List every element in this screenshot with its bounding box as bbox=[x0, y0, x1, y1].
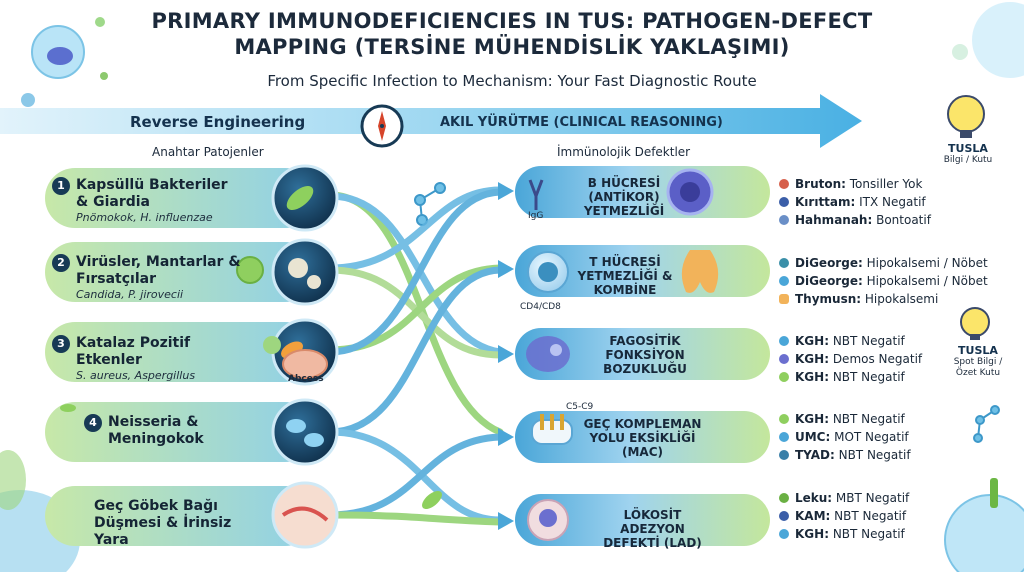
test-list-1: Bruton: Tonsiller Yok Kırıttam: ITX Nega… bbox=[795, 175, 931, 229]
test-item: Thymusn: Hipokalsemi bbox=[795, 292, 939, 306]
tusla-box-top: TUSLA Bilgi / Kutu bbox=[930, 142, 1006, 166]
tusla-box-mid: TUSLA Spot Bilgi / Özet Kutu bbox=[938, 344, 1018, 379]
pathogen-row-2: 2 Virüsler, Mantarlar & Fırsatçılar Cand… bbox=[52, 254, 282, 301]
test-item: Kırıttam: ITX Negatif bbox=[795, 195, 926, 209]
tusla-subtitle: Bilgi / Kutu bbox=[943, 155, 993, 165]
test-item: DiGeorge: Hipokalsemi / Nöbet bbox=[795, 256, 988, 270]
tusla-subtitle: Özet Kutu bbox=[955, 368, 1001, 378]
pathogen-row-1: 1 Kapsüllü Bakteriler & Giardia Pnömokok… bbox=[52, 177, 282, 224]
corner-cell-icon bbox=[21, 17, 108, 107]
tusla-title: TUSLA bbox=[958, 344, 998, 357]
molecule-icon-right bbox=[973, 405, 1000, 443]
tusla-title: TUSLA bbox=[948, 142, 988, 155]
test-list-2: DiGeorge: Hipokalsemi / Nöbet DiGeorge: … bbox=[795, 254, 988, 308]
test-item: Leku: MBT Negatif bbox=[795, 491, 910, 505]
test-item: TYAD: NBT Negatif bbox=[795, 448, 911, 462]
connector-arrowheads bbox=[498, 182, 514, 530]
title-line-2: MAPPING (TERSİNE MÜHENDİSLİK YAKLAŞIMI) bbox=[234, 35, 790, 59]
abscess-cell-icon bbox=[282, 349, 328, 379]
corner-blob-top-right bbox=[952, 2, 1024, 78]
test-list-5: Leku: MBT Negatif KAM: NBT Negatif KGH: … bbox=[795, 489, 909, 543]
pathogen-examples: S. aureus, Aspergillus bbox=[76, 369, 196, 382]
corner-cell-bottom-right bbox=[944, 478, 1024, 572]
test-item: DiGeorge: Hipokalsemi / Nöbet bbox=[795, 274, 988, 288]
tusla-subtitle: Spot Bilgi / bbox=[953, 357, 1003, 367]
pathogen-row-3: 3 Katalaz Pozitif Etkenler S. aureus, As… bbox=[52, 335, 282, 382]
abscess-label: Abcess bbox=[288, 374, 324, 384]
defect-name: T HÜCRESİ YETMEZLİĞİ & KOMBİNE bbox=[577, 255, 673, 297]
pathogen-name: Neisseria & Meningokok bbox=[108, 414, 204, 447]
test-item: UMC: MOT Negatif bbox=[795, 430, 909, 444]
test-item: Bruton: Tonsiller Yok bbox=[795, 177, 923, 191]
pathogen-name: Geç Göbek Bağı Düşmesi & İrinsiz Yara bbox=[94, 498, 232, 548]
defect-illustrations bbox=[526, 168, 719, 541]
pathogen-pills bbox=[45, 168, 315, 546]
page-subtitle: From Specific Infection to Mechanism: Yo… bbox=[267, 72, 757, 90]
title-line-1: PRIMARY IMMUNODEFICIENCIES IN TUS: PATHO… bbox=[151, 9, 873, 33]
arrow-right-label: AKIL YÜRÜTME (CLINICAL REASONING) bbox=[440, 115, 723, 130]
compass-icon bbox=[360, 104, 404, 148]
pathogen-examples: Pnömokok, H. influenzae bbox=[76, 211, 213, 224]
test-item: KAM: NBT Negatif bbox=[795, 509, 907, 523]
pathogen-name: Virüsler, Mantarlar & Fırsatçılar bbox=[76, 254, 241, 287]
pathogen-number: 3 bbox=[52, 335, 70, 353]
bacterium-icon bbox=[60, 404, 442, 509]
right-column-header: İmmünolojik Defektler bbox=[557, 145, 691, 159]
test-item: KGH: NBT Negatif bbox=[795, 527, 905, 541]
pathogen-examples: Candida, P. jirovecii bbox=[76, 288, 184, 301]
test-item: KGH: NBT Negatif bbox=[795, 370, 905, 384]
reasoning-arrow bbox=[0, 94, 862, 148]
pathogen-number: 2 bbox=[52, 254, 70, 272]
test-item: KGH: NBT Negatif bbox=[795, 412, 905, 426]
defect-name: B HÜCRESİ (ANTİKOR) YETMEZLİĞİ bbox=[583, 176, 665, 218]
left-column-header: Anahtar Patojenler bbox=[152, 145, 264, 159]
test-item: Hahmanah: Bontoatif bbox=[795, 213, 931, 227]
pathogen-row-5: Geç Göbek Bağı Düşmesi & İrinsiz Yara bbox=[94, 498, 274, 549]
defect-name: LÖKOSİT ADEZYON DEFEKTİ (LAD) bbox=[603, 508, 702, 550]
connector-arrows bbox=[326, 186, 504, 526]
defect-tag: CD4/CD8 bbox=[520, 302, 561, 312]
pathogen-name: Kapsüllü Bakteriler & Giardia bbox=[76, 177, 228, 210]
page-title: PRIMARY IMMUNODEFICIENCIES IN TUS: PATHO… bbox=[100, 8, 924, 60]
lightbulb-icon-2 bbox=[960, 307, 990, 340]
pathogen-row-4: 4 Neisseria & Meningokok bbox=[84, 414, 284, 448]
pathogen-number: 4 bbox=[84, 414, 102, 432]
test-item: KGH: Demos Negatif bbox=[795, 352, 923, 366]
test-item: KGH: NBT Negatif bbox=[795, 334, 905, 348]
defect-name: FAGOSİTİK FONKSİYON BOZUKLUĞU bbox=[603, 334, 687, 376]
test-list-3: KGH: NBT Negatif KGH: Demos Negatif KGH:… bbox=[795, 332, 922, 386]
test-list-4: KGH: NBT Negatif UMC: MOT Negatif TYAD: … bbox=[795, 410, 911, 464]
pathogen-name: Katalaz Pozitif Etkenler bbox=[76, 335, 191, 368]
lightbulb-icon bbox=[947, 95, 985, 138]
virus-icon bbox=[236, 256, 281, 354]
test-bullet-icons bbox=[779, 179, 789, 539]
arrow-left-label: Reverse Engineering bbox=[130, 113, 306, 131]
defect-tag: IgG bbox=[528, 211, 544, 221]
pathogen-number: 1 bbox=[52, 177, 70, 195]
defect-name: GEÇ KOMPLEMAN YOLU EKSİKLİĞİ (MAC) bbox=[583, 417, 702, 459]
defect-tag: C5-C9 bbox=[566, 402, 594, 412]
